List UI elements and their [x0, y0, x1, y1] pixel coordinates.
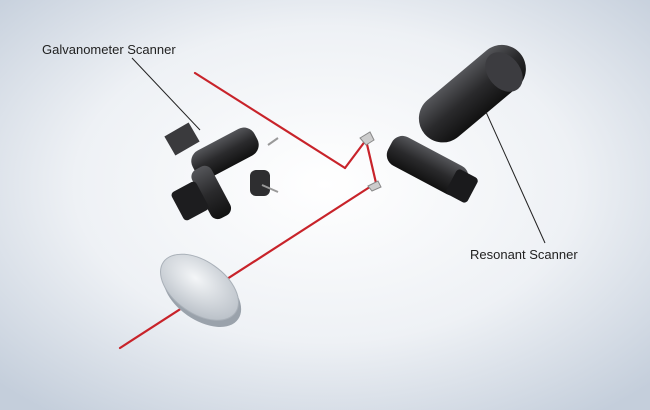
- galvanometer-scanner: [164, 122, 279, 221]
- resonant-scanner-label: Resonant Scanner: [470, 247, 578, 262]
- resonant-leader-line: [485, 111, 546, 244]
- resonant-scanner: [359, 44, 526, 203]
- galvanometer-leader-line: [131, 57, 201, 131]
- laser-beam: [118, 71, 378, 350]
- galvanometer-scanner-label: Galvanometer Scanner: [42, 42, 176, 57]
- lens: [160, 253, 242, 327]
